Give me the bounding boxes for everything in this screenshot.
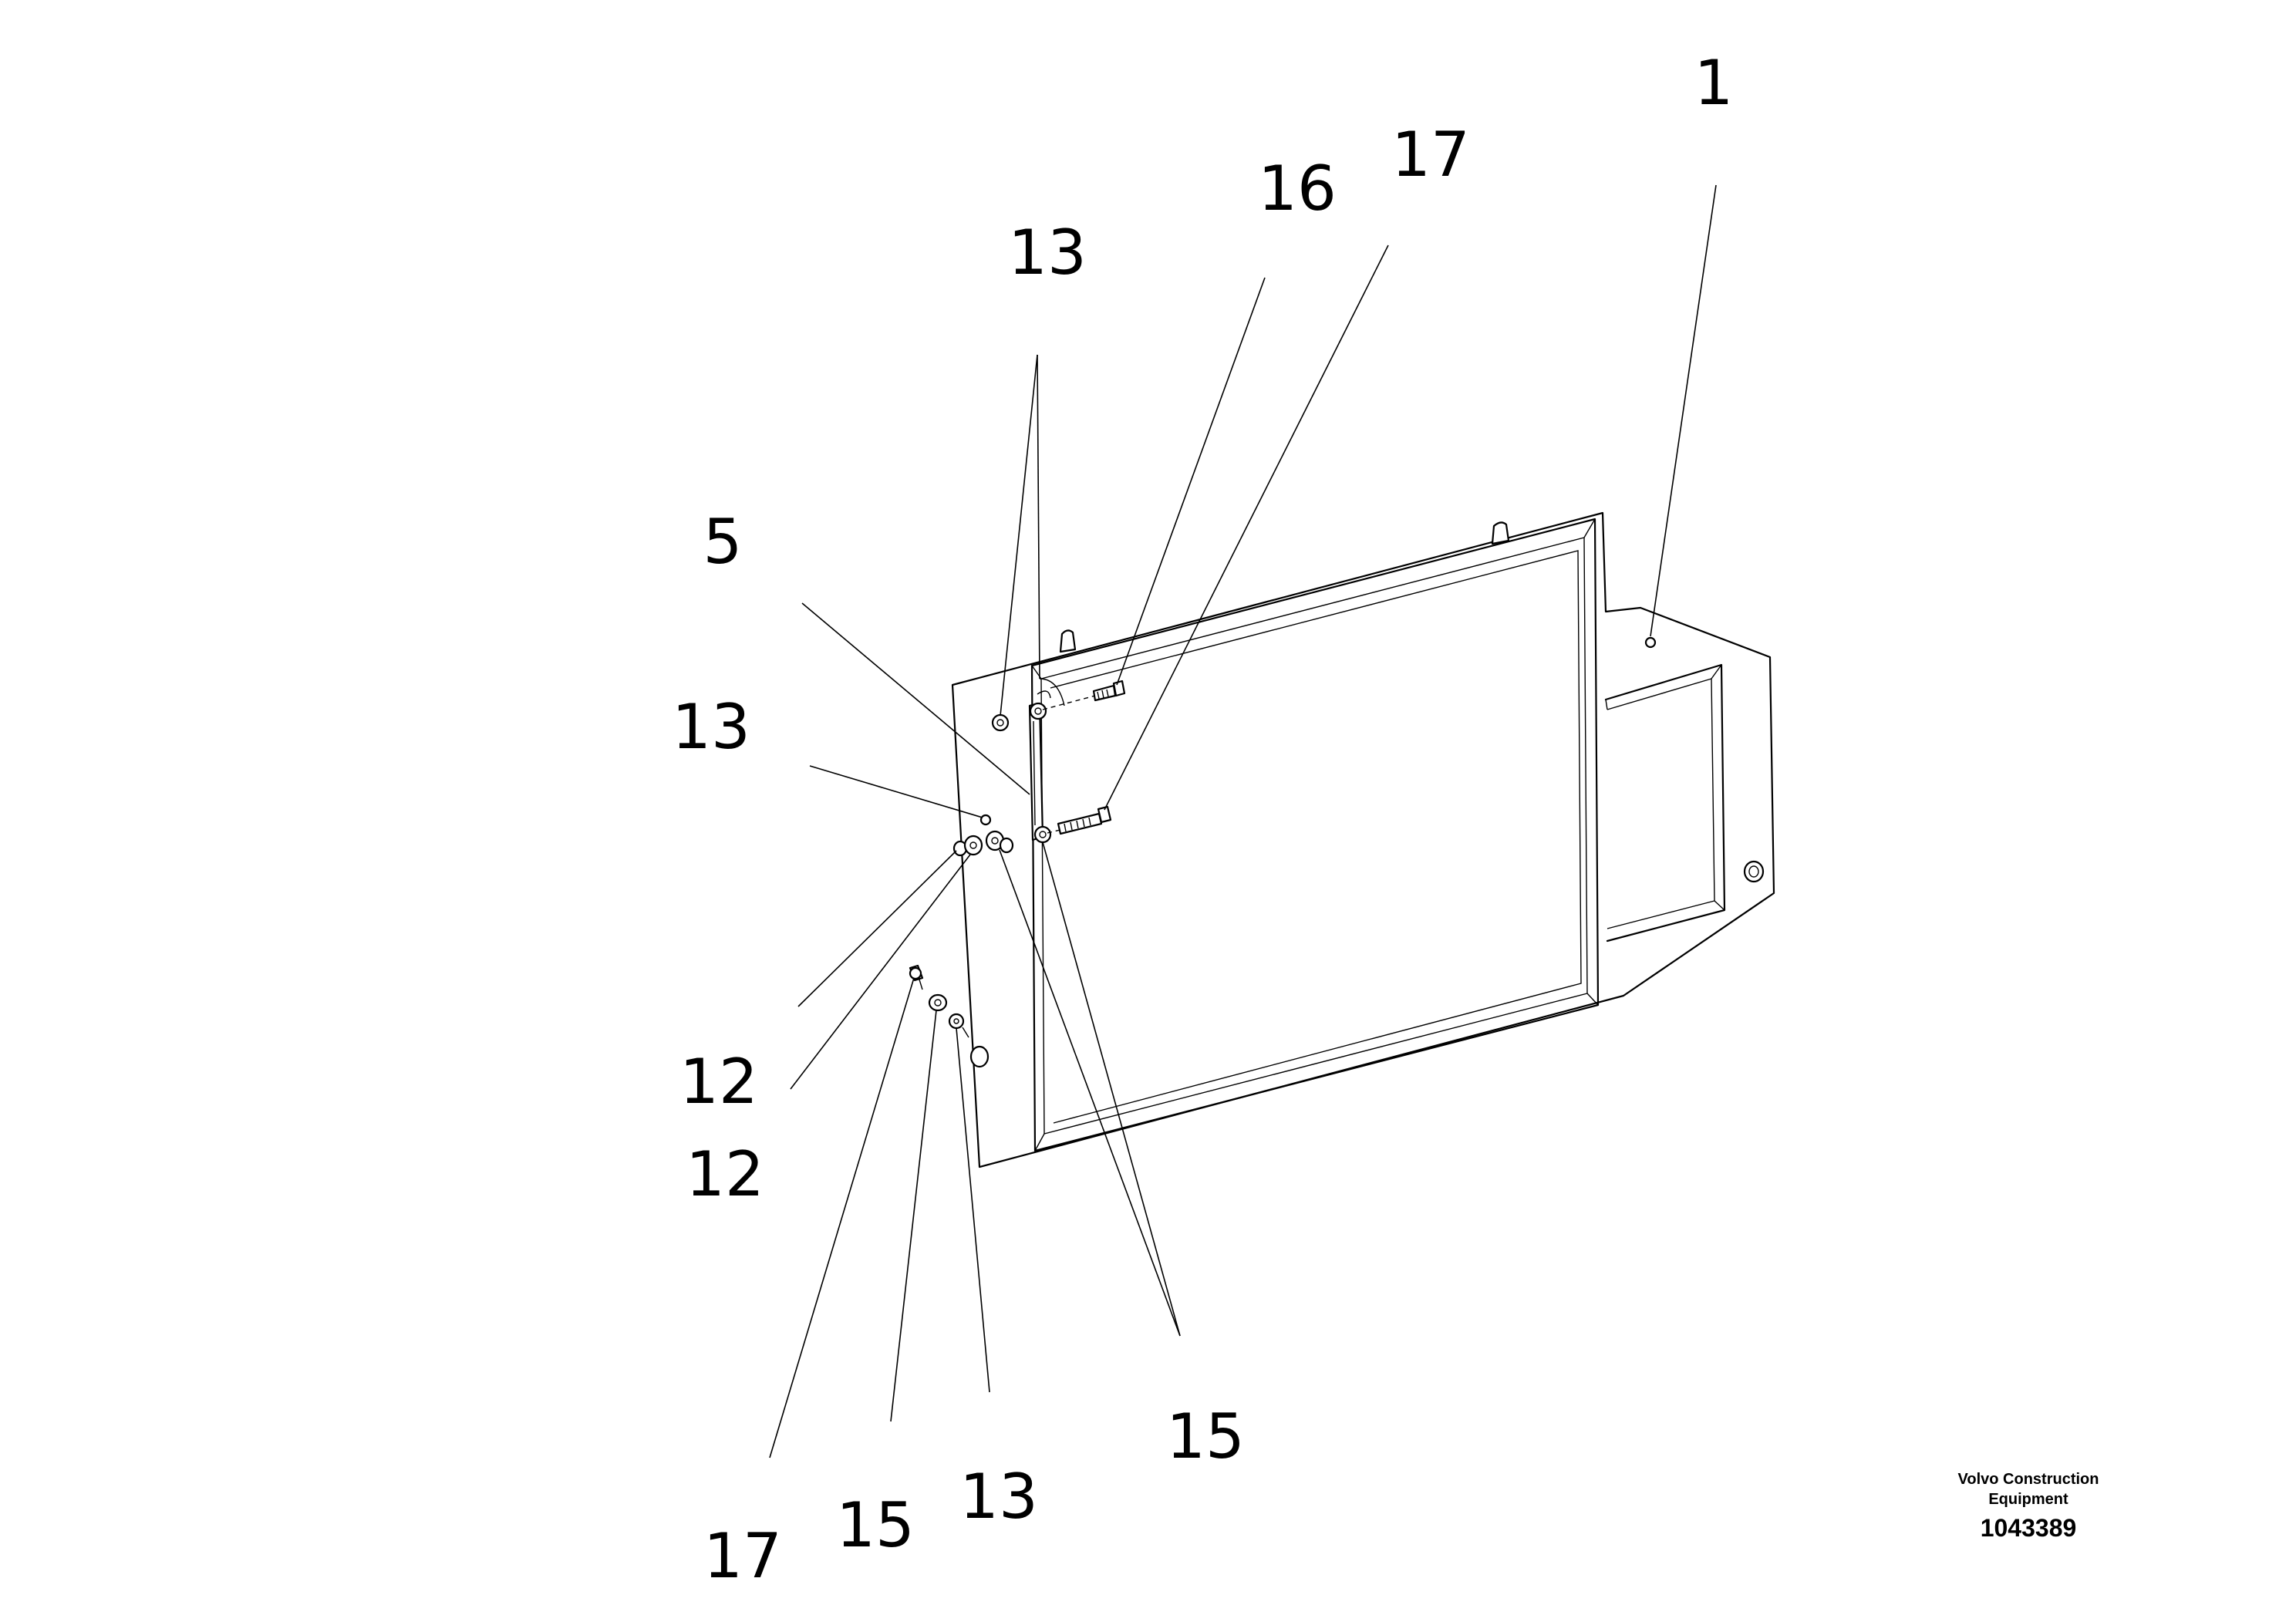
callout-12: 12: [686, 1138, 764, 1210]
callout-16: 16: [1258, 153, 1337, 224]
lower-bolt: [1057, 805, 1112, 835]
front-frame: [1030, 518, 1600, 1152]
callout-5: 5: [703, 506, 743, 578]
callout-15: 15: [836, 1489, 915, 1561]
callout-17: 17: [1391, 119, 1470, 191]
top-tab-left: [1059, 629, 1077, 653]
upper-pivot: [1029, 695, 1096, 720]
side-knob: [1743, 860, 1765, 883]
fastener-cluster-middle: [952, 814, 1014, 857]
plate-hole: [1644, 636, 1657, 649]
company-name-line-1: Volvo Construction: [1957, 1471, 2099, 1488]
top-tab-right: [1491, 521, 1510, 545]
callout-12: 12: [679, 1046, 758, 1118]
document-footer: Volvo Construction Equipment 1043389: [1944, 1469, 2113, 1543]
callout-13: 13: [672, 691, 750, 763]
callout-13: 13: [959, 1461, 1038, 1533]
company-name-line-2: Equipment: [1988, 1491, 2068, 1508]
callout-13: 13: [1008, 217, 1087, 288]
nut-upper-left: [991, 713, 1010, 732]
document-number: 1043389: [1980, 1514, 2077, 1542]
leader-lines: [769, 184, 1717, 1458]
callout-15: 15: [1166, 1401, 1245, 1472]
fastener-cluster-lower: [909, 964, 990, 1068]
rear-frame: [1604, 663, 1726, 943]
callout-1: 1: [1694, 47, 1734, 119]
mounting-plate: [951, 511, 1775, 1168]
callout-17: 17: [703, 1520, 782, 1592]
